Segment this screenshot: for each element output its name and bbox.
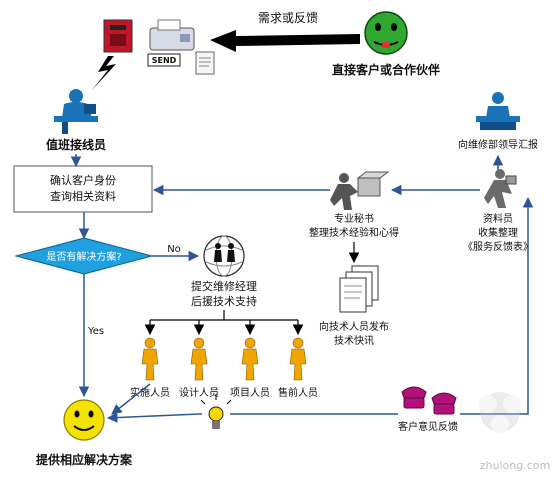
customer-face-icon (364, 11, 408, 55)
report-label: 向维修部领导汇报 (458, 138, 538, 151)
staff-label-1: 实施人员 (130, 386, 170, 399)
staff-figure-icon (190, 337, 208, 381)
lightning-icon (92, 56, 116, 90)
leader-icon (476, 92, 520, 130)
solution-face-icon (63, 399, 105, 441)
manager-line-2: 后援技术支持 (191, 294, 257, 308)
decision-label: 是否有解决方案? (46, 250, 121, 263)
staff-label-4: 售前人员 (278, 386, 318, 399)
document-icon (195, 51, 215, 75)
fax-send-label: SEND (152, 56, 177, 65)
flow-arrow (111, 383, 151, 415)
distribution-bracket (150, 310, 298, 321)
operator-icon (54, 89, 98, 134)
confirm-box (13, 165, 153, 213)
manager-line-1: 提交维修经理 (191, 279, 257, 293)
staff-figure-icon (141, 337, 159, 381)
confirm-line-1: 确认客户身份 (50, 173, 116, 187)
clerk-line-1: 资料员 (483, 212, 513, 225)
phone-icon (103, 19, 133, 53)
clerk-line-2: 收集整理 (478, 226, 518, 239)
publish-line-2: 技术快讯 (334, 334, 374, 347)
documents-icon (339, 265, 379, 313)
watermark-text: zhulong.com (480, 459, 550, 472)
clerk-icon (484, 169, 517, 208)
confirm-line-2: 查询相关资料 (50, 189, 116, 203)
customer-label: 直接客户或合作伙伴 (332, 62, 440, 77)
secretary-line-2: 整理技术经验和心得 (309, 226, 399, 239)
feedback-up-arrow (460, 196, 534, 415)
customer-feedback-label: 客户意见反馈 (398, 420, 458, 433)
secretary-line-1: 专业秘书 (334, 212, 374, 225)
customer-phone-icon (431, 392, 457, 415)
manager-icon (203, 235, 245, 277)
lightbulb-icon (196, 394, 236, 429)
staff-figure-icon (289, 337, 307, 381)
send-sign-icon: SEND (147, 53, 181, 67)
feedback-arrow-label: 需求或反馈 (258, 11, 318, 25)
yes-label: Yes (87, 326, 104, 337)
feedback-arrow (210, 30, 360, 52)
fax-icon (149, 19, 195, 51)
solution-label: 提供相应解决方案 (36, 452, 133, 467)
staff-label-3: 项目人员 (230, 387, 270, 399)
flow-arrow (106, 412, 201, 423)
no-label: No (167, 244, 181, 255)
operator-label: 值班接线员 (46, 137, 106, 152)
staff-figure-icon (241, 337, 259, 381)
secretary-icon (330, 171, 390, 210)
watermark-logo (479, 392, 521, 433)
clerk-line-3: 《服务反馈表》 (463, 240, 533, 253)
staff-label-2: 设计人员 (179, 386, 219, 399)
publish-line-1: 向技术人员发布 (319, 320, 389, 333)
customer-phone-icon (401, 386, 427, 409)
